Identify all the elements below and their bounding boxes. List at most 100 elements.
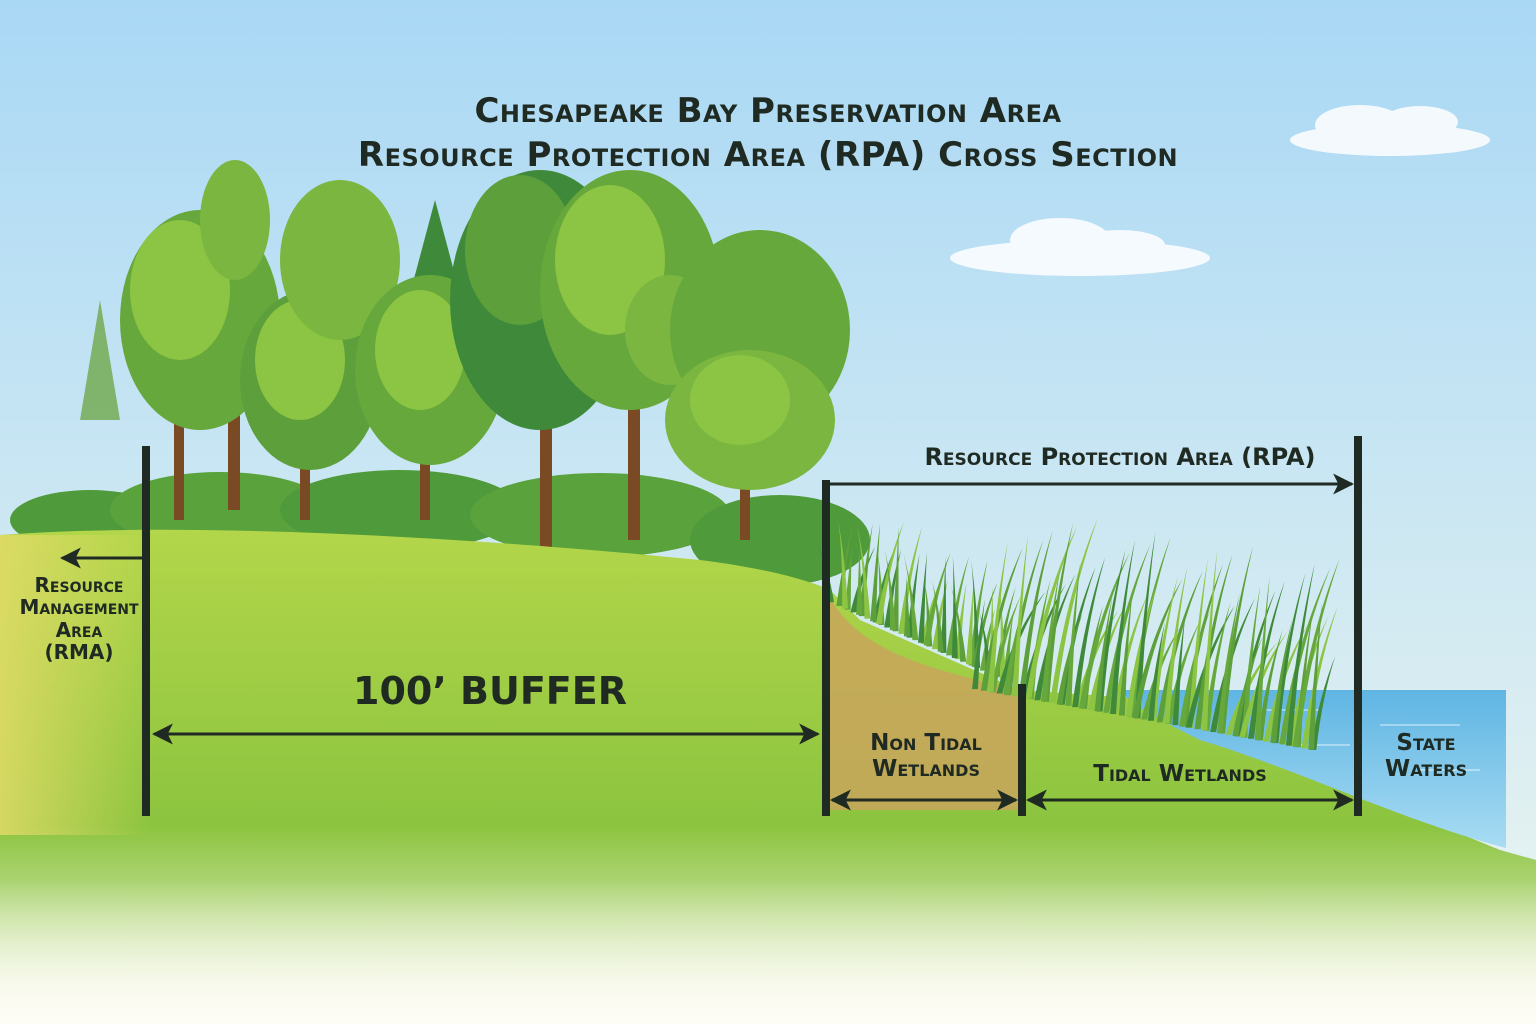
grass-blade [1241,585,1261,738]
grass-blade [1270,619,1293,743]
grass-blade [858,523,873,617]
grass-blade [1239,632,1288,738]
grass-blade [1185,605,1235,728]
grass-blade [1187,558,1208,728]
soil-bank [826,590,1022,810]
grass-blade [946,556,970,656]
grass-blade [1301,607,1338,749]
grass-blade [1254,575,1270,740]
grass-blade [906,553,920,638]
grass-blade [856,523,871,619]
title-line-1: Chesapeake Bay Preservation Area [474,91,1062,131]
grass-blade [884,549,896,631]
rpa-label: Resource Protection Area (RPA) [924,443,1316,471]
rma-zone [0,535,150,835]
grass-blade [1201,549,1218,731]
grass-blade [1150,576,1178,722]
rma-label-line-4: (RMA) [44,640,114,665]
grass-blade [1005,540,1044,696]
grass-blade [1179,610,1210,727]
grass-blade [923,552,951,646]
grass-blade [1134,532,1156,719]
grass-blade [972,599,985,690]
grass-blade [1256,629,1283,741]
grass-blade [1025,525,1078,699]
grass-blade [898,526,923,634]
state-label-line-1: State [1396,730,1456,756]
grass-blade [1219,546,1253,734]
grass-blade [870,522,881,622]
buffer-label: 100’ BUFFER [353,669,627,713]
grass-blade [1118,588,1133,716]
rma-label: Resource Management Area (RMA) [6,574,152,664]
grass-blade [1112,593,1149,715]
grass-blade [836,519,855,607]
grass-blade [1012,535,1028,697]
grass-blade [1094,596,1113,712]
grass-blade [1065,561,1081,706]
rma-label-line-2: Management [19,595,139,620]
grass-blade [1002,613,1014,681]
nontidal-label-line-1: Non Tidal [870,730,982,756]
nontidal-label-line-2: Wetlands [872,755,980,782]
cloud [1290,105,1490,156]
grass-blade [1141,627,1181,720]
grass-blade [1096,549,1126,712]
grass-blade [1110,539,1135,714]
grass-blade [950,583,967,662]
grass-blade [931,579,944,652]
grass-blade [951,555,958,658]
grass-blade [1043,522,1074,702]
tidal-wetlands-label: Tidal Wetlands [1093,761,1267,787]
grass-blade [1163,566,1188,724]
marsh-grass [817,518,1340,750]
grass-blade [1041,569,1060,702]
grass-blade [872,550,894,623]
grass-blade [1072,557,1106,708]
grass-blade [1018,530,1053,698]
grass-blade [903,575,910,637]
nontidal-wetlands-label: Non Tidal Wetlands [830,730,1022,783]
grass-blade [965,582,974,665]
grass-blade [1165,619,1201,724]
grass-blade [838,519,849,609]
grass-blade [850,546,876,613]
grass-blade [1232,636,1263,736]
grass-blade [1147,622,1165,721]
grass-blade [918,552,927,643]
grass-blade [940,556,947,653]
grass-blade [1203,602,1231,731]
state-label-line-2: Waters [1384,755,1468,782]
title-line-2: Resource Protection Area (RPA) Cross Sec… [357,135,1179,175]
grass-blade [1058,566,1096,705]
grass-blade [987,542,1008,692]
grass-blade [1308,602,1323,750]
grass-blade [1248,580,1285,739]
grass-blade [1087,600,1128,710]
grass-blade [989,596,1021,693]
grass-blade [903,553,919,641]
rma-label-line-3: Area [55,617,103,642]
grass-blade [856,545,863,615]
grass-blade [1172,615,1186,726]
grass-blade [954,583,967,660]
grass-blade [968,560,988,666]
grass-blade [1132,578,1183,718]
grass-blade [1310,655,1336,750]
cloud [950,218,1210,276]
grass-blade [875,522,904,624]
grass-blade [1125,583,1158,717]
state-waters-label: State Waters [1362,730,1490,783]
grass-blade [1272,573,1306,744]
grass-blade [1216,593,1240,734]
grass-blade [1285,563,1315,746]
grass-blade [892,526,899,632]
tree-canopy-group [80,160,850,490]
grass-blade [1292,558,1340,747]
grass-blade [1078,552,1130,709]
rma-label-line-1: Resource [34,573,124,597]
grass-blade [1049,518,1098,704]
grass-blade [1194,554,1233,730]
